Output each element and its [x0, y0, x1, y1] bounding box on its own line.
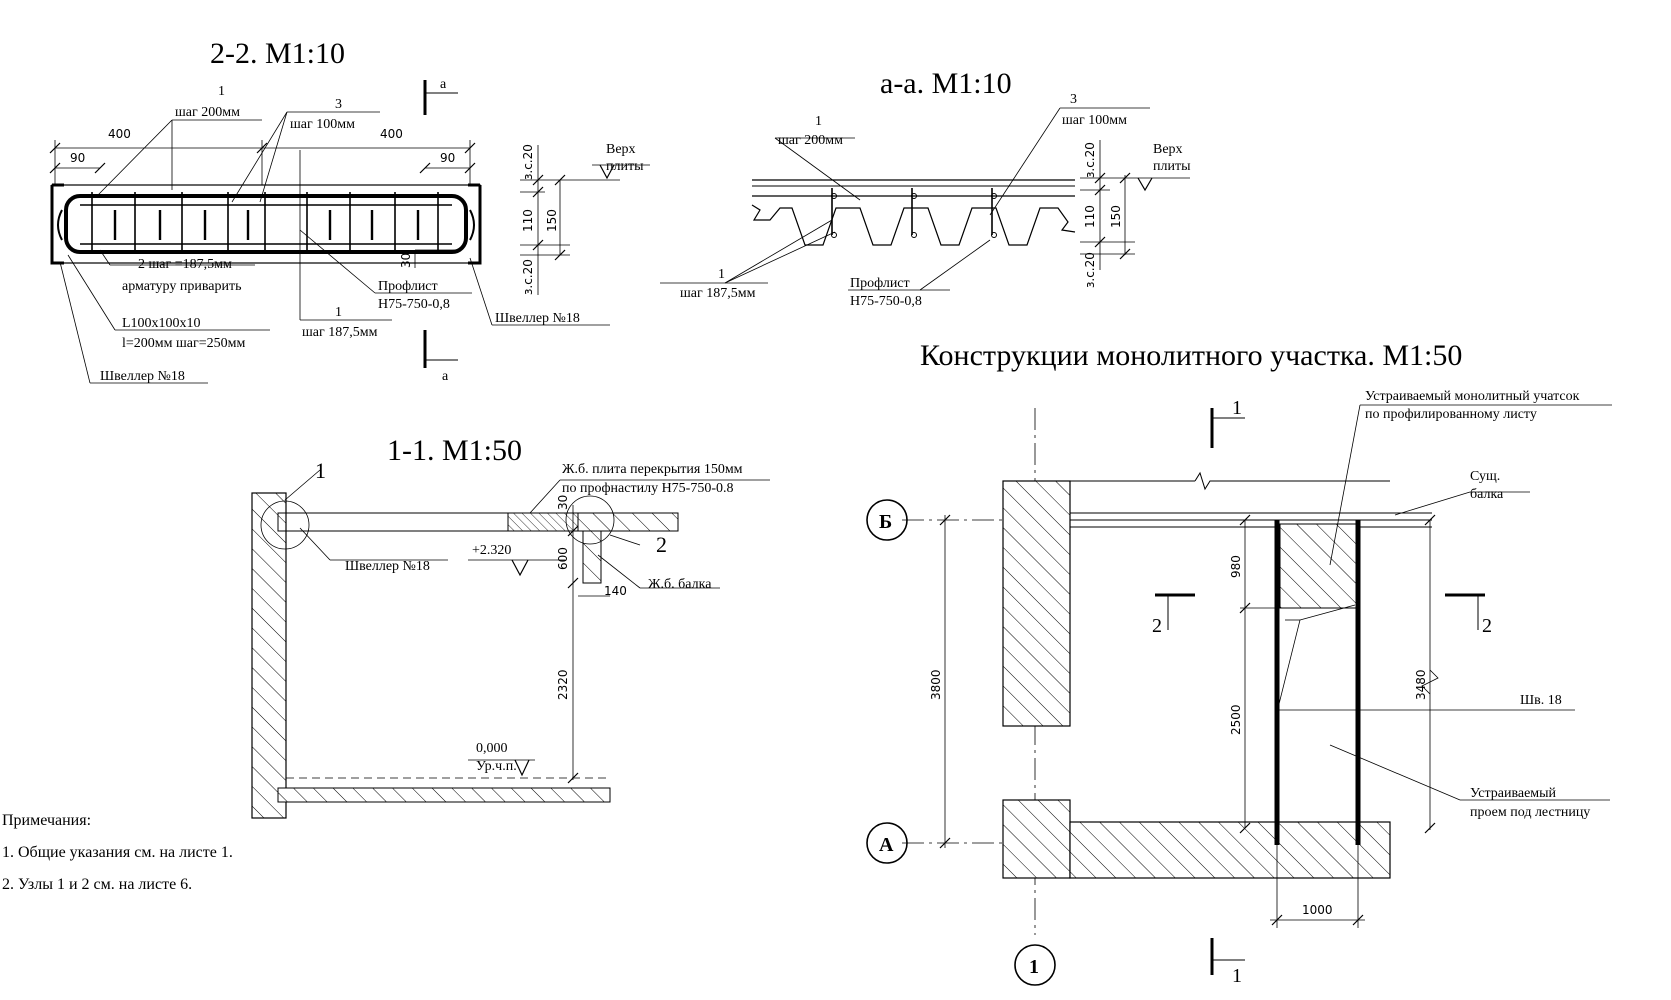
- opening-label-1: Устраиваемый: [1470, 786, 1557, 801]
- aa-slab-top-1: Верх: [1153, 142, 1183, 157]
- pos1-number: 1: [218, 84, 225, 99]
- section-11-drawing: [251, 469, 770, 819]
- dim-3800: 3800: [929, 669, 943, 700]
- section-11-labels: 1 2 Ж.б. плита перекрытия 150мм по профн…: [315, 458, 743, 774]
- aa-slab-top-2: плиты: [1153, 159, 1191, 174]
- node-1-marker: 1: [315, 458, 326, 483]
- section-11-title: 1-1. М1:50: [387, 434, 522, 467]
- pos3-step: шаг 100мм: [290, 117, 355, 132]
- section-22-labels: 400 400 90 90 1 шаг 200мм 3 шаг 100мм 2 …: [70, 77, 644, 384]
- channel-left-label: Швеллер №18: [100, 369, 185, 384]
- channel-label: Швеллер №18: [345, 559, 430, 574]
- aa-profile-bottom: Н75-750-0,8: [850, 294, 922, 309]
- channel-label-plan: Шв. 18: [1520, 693, 1562, 708]
- pos1-step: шаг 200мм: [175, 105, 240, 120]
- aa-pos1-step: шаг 200мм: [778, 133, 843, 148]
- dim-2500: 2500: [1229, 704, 1243, 735]
- cut-2-right: 2: [1482, 615, 1492, 637]
- mono-label-1: Устраиваемый монолитный учатсок: [1365, 389, 1580, 404]
- cut-1-top: 1: [1232, 397, 1242, 419]
- weld-note: арматуру приварить: [122, 279, 242, 294]
- aa-pos1b-step: шаг 187,5мм: [680, 286, 756, 301]
- dim-1000: 1000: [1302, 903, 1333, 917]
- plan-title: Конструкции монолитного участка. М1:50: [920, 339, 1462, 372]
- note-2: 2. Узлы 1 и 2 см. на листе 6.: [2, 876, 193, 893]
- aa-zs20-top: з.с.20: [1083, 142, 1097, 178]
- slab-label-2: по профнастилу Н75-750-0.8: [562, 481, 734, 496]
- aa-pos3-step: шаг 100мм: [1062, 113, 1127, 128]
- aa-pos1-number: 1: [815, 114, 822, 129]
- axis-a-label: А: [879, 834, 894, 856]
- zs20-top: з.с.20: [521, 144, 535, 180]
- dim-90-left: 90: [70, 151, 85, 165]
- aa-zs20-bottom: з.с.20: [1083, 252, 1097, 288]
- pos1b-number: 1: [335, 305, 342, 320]
- channel-right-label: Швеллер №18: [495, 311, 580, 326]
- pos3-number: 3: [335, 97, 342, 112]
- aa-dim-150: 150: [1109, 205, 1123, 228]
- dim-30-11: 30: [556, 495, 570, 510]
- aa-pos3-number: 3: [1070, 92, 1077, 107]
- dim-90-right: 90: [440, 151, 455, 165]
- profile-top: Профлист: [378, 279, 438, 294]
- section-aa-title: а-а. М1:10: [880, 67, 1012, 100]
- opening-label-2: проем под лестницу: [1470, 805, 1590, 820]
- dim-140: 140: [604, 584, 627, 598]
- aa-dim-110: 110: [1083, 205, 1097, 228]
- notes-header: Примечания:: [2, 812, 92, 829]
- note-1: 1. Общие указания см. на листе 1.: [2, 844, 233, 861]
- axis-1-label: 1: [1029, 956, 1039, 978]
- slab-top-1: Верх: [606, 142, 636, 157]
- cut-a-bottom: а: [442, 369, 449, 384]
- cut-a-top: а: [440, 77, 447, 92]
- pos2-step: 2 шаг =187,5мм: [138, 257, 232, 272]
- floor-level: Ур.ч.п.: [476, 759, 517, 774]
- beam-label: Ж.б. балка: [648, 577, 712, 592]
- aa-profile-top: Профлист: [850, 276, 910, 291]
- section-aa-drawing: [660, 107, 1190, 291]
- cut-2-left: 2: [1152, 615, 1162, 637]
- dim-150: 150: [545, 209, 559, 232]
- angle-step: l=200мм шаг=250мм: [122, 336, 245, 351]
- dim-600: 600: [556, 547, 570, 570]
- node-2-marker: 2: [656, 532, 667, 557]
- beam-label-2: балка: [1470, 487, 1504, 502]
- pos1b-step: шаг 187,5мм: [302, 325, 378, 340]
- aa-pos1b-number: 1: [718, 267, 725, 282]
- section-22-drawing: [49, 80, 650, 384]
- cut-1-bottom: 1: [1232, 965, 1242, 987]
- mono-label-2: по профилированному листу: [1365, 407, 1537, 422]
- dim-400-right: 400: [380, 127, 403, 141]
- profile-bottom: Н75-750-0,8: [378, 297, 450, 312]
- plan-drawing: [866, 404, 1612, 986]
- beam-label-1: Сущ.: [1470, 469, 1500, 484]
- section-aa-labels: 1 шаг 200мм 3 шаг 100мм 1 шаг 187,5мм Пр…: [680, 92, 1191, 309]
- dim-3480: 3480: [1414, 669, 1428, 700]
- section-22-title: 2-2. М1:10: [210, 37, 345, 70]
- plan-labels: Б А 1 1 1 2 2 Устраиваемый монолитный уч…: [879, 389, 1590, 987]
- dim-2320: 2320: [556, 669, 570, 700]
- slab-label-1: Ж.б. плита перекрытия 150мм: [562, 462, 743, 477]
- slab-top-2: плиты: [606, 159, 644, 174]
- dim-980: 980: [1229, 555, 1243, 578]
- dim-400-left: 400: [108, 127, 131, 141]
- dim-30: 30: [399, 253, 413, 268]
- dim-110: 110: [521, 209, 535, 232]
- elevation-zero: 0,000: [476, 741, 508, 756]
- elevation-top: +2.320: [472, 543, 511, 558]
- axis-b-label: Б: [879, 511, 892, 533]
- zs20-bottom: з.с.20: [521, 259, 535, 295]
- angle-label: L100х100х10: [122, 316, 201, 331]
